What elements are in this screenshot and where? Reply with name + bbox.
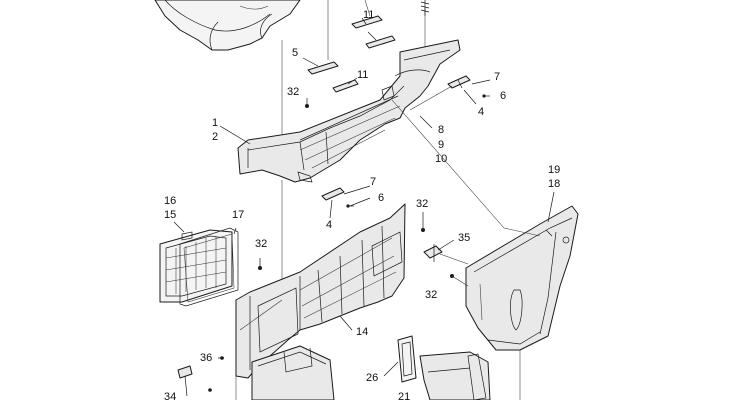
callout-4-upper: 4 <box>478 106 484 118</box>
callout-8: 8 <box>438 124 444 136</box>
center-lower-panel-part <box>235 203 406 379</box>
callout-1: 1 <box>212 117 218 129</box>
callout-7-mid: 7 <box>370 176 376 188</box>
callout-26: 26 <box>366 372 378 384</box>
callout-labels: 1 2 5 11 11 32 7 6 4 8 9 10 7 6 4 19 18 … <box>164 9 560 400</box>
callout-11-top: 11 <box>363 9 374 21</box>
callout-18: 18 <box>548 178 560 190</box>
callout-7-upper: 7 <box>494 71 500 83</box>
clip-part-right-upper <box>447 75 490 98</box>
grille-panel-part <box>159 229 233 303</box>
callout-32-left: 32 <box>255 238 267 250</box>
clip-part-mid <box>321 187 354 208</box>
pin-and-clip-parts <box>177 356 224 397</box>
assembly-guide-lines <box>239 85 541 400</box>
callout-9: 9 <box>438 139 444 151</box>
callout-6-mid: 6 <box>378 192 384 204</box>
callout-35: 35 <box>458 232 470 244</box>
callout-10: 10 <box>435 153 447 165</box>
callout-15: 15 <box>164 209 176 221</box>
callout-17: 17 <box>232 209 244 221</box>
callout-16: 16 <box>164 195 176 207</box>
upper-trim-part <box>154 0 301 51</box>
callout-11-upper: 11 <box>357 69 368 81</box>
callout-36: 36 <box>200 352 212 364</box>
upper-bolt <box>420 0 430 16</box>
callout-6-upper: 6 <box>500 90 506 102</box>
screw-parts <box>258 98 454 278</box>
callout-32-right-upper: 32 <box>416 198 428 210</box>
bracket-35-part <box>423 244 443 262</box>
callout-5: 5 <box>292 47 298 59</box>
callout-2: 2 <box>212 131 218 143</box>
callout-leaders <box>173 17 555 377</box>
lower-box-part <box>235 345 335 400</box>
callout-21: 21 <box>398 391 410 400</box>
clip-part-upper <box>307 0 396 93</box>
duct-part <box>397 335 491 400</box>
side-cover-part <box>465 205 579 351</box>
callout-34: 34 <box>164 391 176 400</box>
callout-32-right-lower: 32 <box>425 289 437 301</box>
callout-14: 14 <box>356 326 368 338</box>
callout-32-upper: 32 <box>287 86 299 98</box>
callout-4-mid: 4 <box>326 219 332 231</box>
callout-19: 19 <box>548 164 560 176</box>
console-tray-part <box>237 39 461 183</box>
gasket-part <box>179 227 239 307</box>
